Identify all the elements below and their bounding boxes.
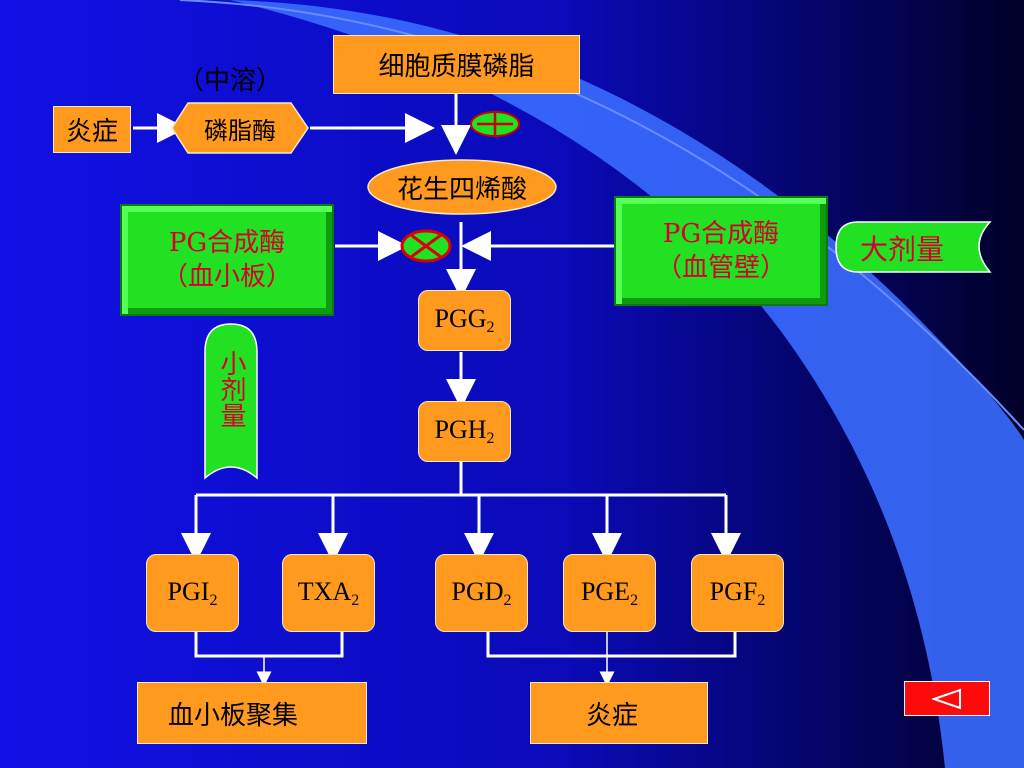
low-dose-tag <box>204 323 258 480</box>
arachidonic-acid-label: 花生四烯酸 <box>396 174 527 205</box>
pgf2-label: PGF2 <box>709 576 766 609</box>
pg-synthase-vessel-box: PG合成酶 （血管壁） <box>614 196 828 306</box>
high-dose-tag <box>835 221 992 273</box>
pg-synthase-vessel-line2: （血管壁） <box>655 253 786 283</box>
pge2-box: PGE2 <box>563 554 656 632</box>
inflammation-outcome-label: 炎症 <box>586 700 639 731</box>
pgh2-box: PGH2 <box>418 401 511 462</box>
arachidonic-acid-ellipse <box>367 159 557 215</box>
phospholipase-node: 磷脂酶 <box>172 103 308 153</box>
pgd2-label: PGD2 <box>451 576 512 609</box>
decorative-curve <box>179 0 1024 431</box>
inflammation-outcome-box: 炎症 <box>530 682 708 744</box>
txa2-box: TXA2 <box>282 554 375 632</box>
high-dose-label: 大剂量 <box>860 233 945 266</box>
pgh2-label: PGH2 <box>434 415 495 447</box>
inflammation-input-box: 炎症 <box>53 106 131 153</box>
pg-synthase-platelet-box: PG合成酶 （血小板） <box>120 204 334 316</box>
back-button[interactable] <box>904 681 990 716</box>
connector-pgd2-pgf2 <box>486 632 737 658</box>
pg-synthase-vessel-line1: PG合成酶 <box>662 219 780 249</box>
plus-icon <box>470 111 520 137</box>
platelet-aggregation-box: 血小板聚集 <box>137 682 367 744</box>
pgi2-box: PGI2 <box>146 554 239 632</box>
membrane-phospholipid-label: 细胞质膜磷脂 <box>378 52 535 82</box>
low-dose-label: 小剂量 <box>216 350 246 428</box>
pgg2-label: PGG2 <box>434 304 495 336</box>
pgd2-box: PGD2 <box>435 554 528 632</box>
back-triangle-icon <box>932 688 961 709</box>
phospholipase-label: 磷脂酶 <box>204 116 276 145</box>
inflammation-input-label: 炎症 <box>65 117 118 147</box>
pg-synthase-platelet-line2: （血小板） <box>161 262 292 292</box>
pgf2-box: PGF2 <box>691 554 784 632</box>
connector-pgi2-txa2 <box>194 632 344 658</box>
txa2-label: TXA2 <box>297 576 360 609</box>
enzyme-note: （中溶） <box>178 66 283 96</box>
inhibit-x-icon <box>400 229 452 263</box>
arachidonic-acid-node: 花生四烯酸 <box>368 160 556 214</box>
pg-synthase-platelet-line1: PG合成酶 <box>168 228 286 258</box>
pgg2-box: PGG2 <box>418 290 511 351</box>
platelet-aggregation-label: 血小板聚集 <box>168 700 299 731</box>
pge2-label: PGE2 <box>580 576 639 609</box>
pgi2-label: PGI2 <box>167 576 218 609</box>
phospholipase-hexagon <box>171 102 309 154</box>
membrane-phospholipid-box: 细胞质膜磷脂 <box>333 35 580 94</box>
